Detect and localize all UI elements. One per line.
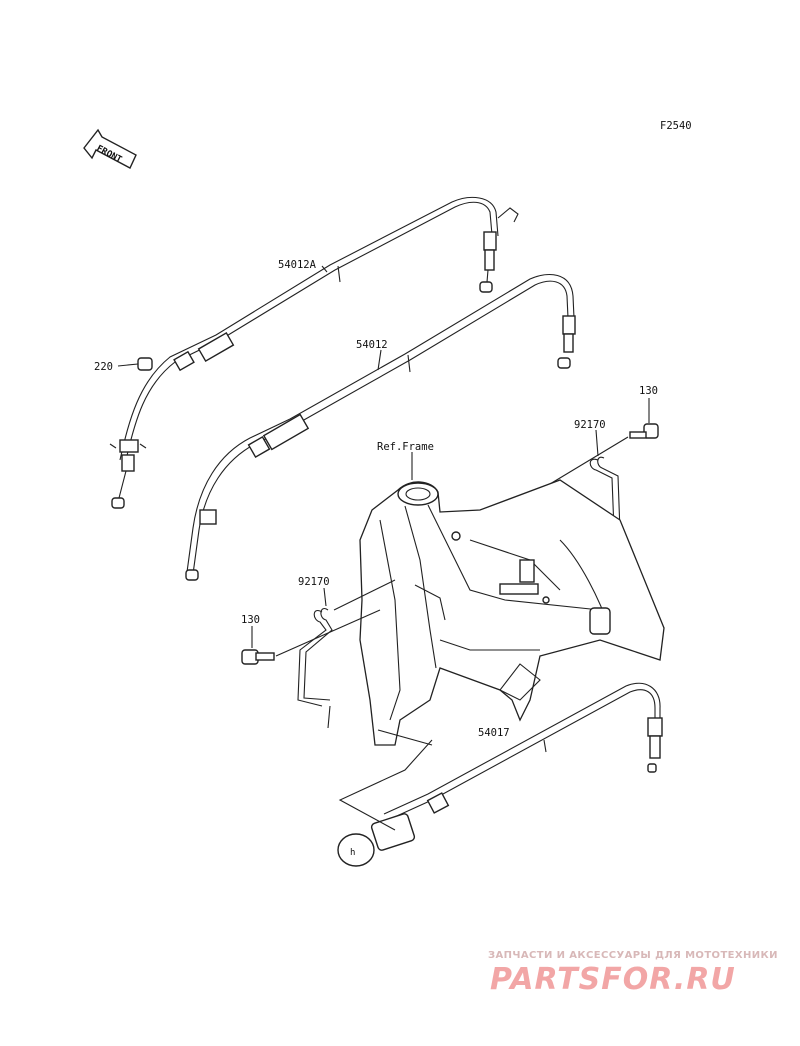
front-arrow-icon: FRONT [83, 128, 137, 169]
label-130-lower: 130 [241, 614, 260, 626]
cable-break-b [407, 354, 411, 373]
label-130-upper: 130 [639, 385, 658, 397]
nut-220 [117, 357, 153, 371]
watermark-tagline: ЗАПЧАСТИ И АКСЕССУАРЫ ДЛЯ МОТОТЕХНИКИ [488, 950, 778, 961]
leader-54012a [321, 265, 328, 273]
cable-break-a [337, 265, 341, 283]
label-92170-upper: 92170 [574, 419, 606, 431]
cable-54012a [109, 196, 519, 509]
diagram-code: F2540 [660, 120, 692, 132]
leader-bracket [338, 739, 433, 831]
cable-54017: h [337, 682, 663, 867]
bolt-130-lower [241, 609, 381, 665]
leader-54012 [377, 349, 382, 371]
label-54012: 54012 [356, 339, 388, 351]
clamp-92170-lower [297, 579, 396, 729]
clamp-92170-upper [589, 429, 621, 551]
leader-bracket-top [377, 729, 433, 746]
cable-54012 [185, 273, 576, 581]
label-54017: 54017 [478, 727, 510, 739]
frame [359, 479, 665, 746]
cable-break-c [543, 739, 547, 753]
svg-text:h: h [350, 848, 355, 858]
label-ref-frame: Ref.Frame [377, 441, 434, 453]
label-92170-lower: 92170 [298, 576, 330, 588]
label-54012a: 54012A [278, 259, 317, 271]
watermark-logo: PARTSFOR.RU [490, 962, 736, 997]
label-220: 220 [94, 361, 113, 373]
bolt-130-upper [539, 398, 659, 491]
